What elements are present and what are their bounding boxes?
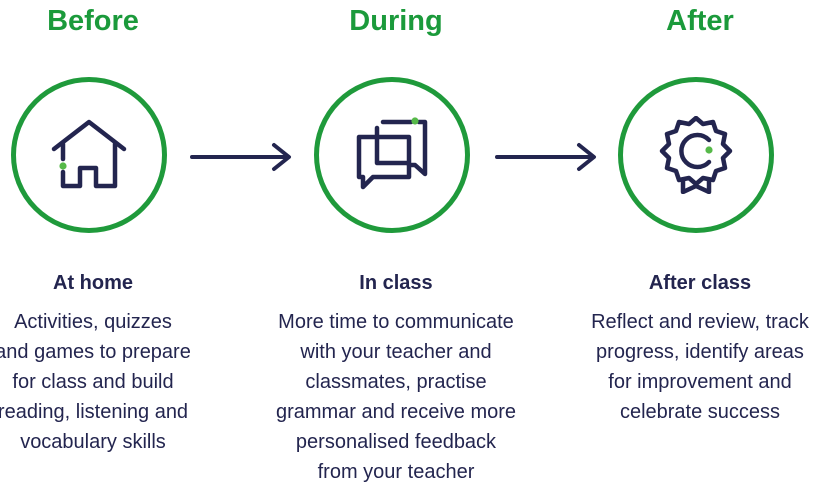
arrow-right-icon [495,143,596,171]
stage-description: Reflect and review, track progress, iden… [550,307,829,427]
stage-description: Activities, quizzes and games to prepare… [0,307,243,457]
description-line: for improvement and [608,371,792,393]
description-line: grammar and receive more [275,401,517,423]
description-line: More time to communicate [278,311,514,333]
arrow-right-icon [190,143,291,171]
icon-circle [11,77,167,233]
description-line: progress, identify areas [596,341,804,363]
description-line: with your teacher and [300,341,492,363]
stage-heading: In class [359,272,433,294]
chat-bubbles-icon [356,117,428,190]
description-line: Activities, quizzes [14,311,172,333]
stage-description: More time to communicate with your teach… [246,307,546,487]
icon-circle [314,77,470,233]
stage-title: Before [47,5,139,37]
stage-title: During [349,5,443,37]
description-line: from your teacher [317,461,475,483]
stage-title: After [666,5,734,37]
stage-heading: At home [53,272,133,294]
description-line: celebrate success [619,401,781,423]
description-line: reading, listening and [0,401,189,423]
award-badge-icon [659,116,733,194]
description-line: for class and build [12,371,174,393]
house-icon [51,119,127,189]
description-line: personalised feedback [295,431,497,453]
description-line: Reflect and review, track [591,311,809,333]
description-line: vocabulary skills [20,431,166,453]
description-line: classmates, practise [305,371,487,393]
description-line: and games to prepare [0,341,191,363]
icon-circle [618,77,774,233]
stage-heading: After class [648,272,752,294]
